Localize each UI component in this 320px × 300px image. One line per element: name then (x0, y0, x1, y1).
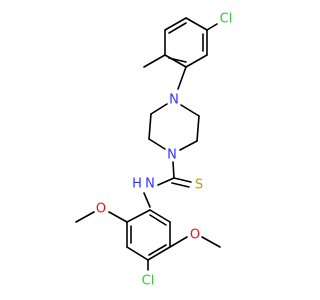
bond (169, 236, 188, 248)
bond (148, 113, 152, 140)
bond (173, 177, 192, 183)
chlorine-atom-label: Cl (220, 12, 233, 27)
piperazine-nitrogen-top: N (169, 93, 179, 108)
bonds (75, 17, 221, 271)
atom-labels: Cl N N S H N O O Cl (96, 12, 232, 289)
piperazine-nitrogen-bottom: N (167, 148, 177, 163)
amide-hydrogen-label: H (132, 177, 142, 192)
bond (143, 54, 166, 68)
bond (150, 103, 168, 115)
bond (143, 192, 151, 208)
bond (206, 23, 218, 31)
bond (75, 211, 95, 223)
bond (164, 54, 187, 68)
bond (196, 115, 200, 142)
bond (149, 214, 167, 226)
sulfur-atom-label: S (195, 178, 203, 193)
oxygen-atom-right: O (190, 228, 200, 243)
bond (177, 66, 187, 90)
bond (168, 57, 187, 63)
bond (148, 138, 166, 150)
bond (147, 246, 171, 261)
amide-nitrogen-label: N (145, 177, 155, 192)
structure-diagram: Cl N N S H N O O Cl (75, 12, 232, 289)
bond (126, 209, 151, 223)
bond (157, 177, 175, 186)
bond (172, 161, 175, 179)
bond (168, 22, 187, 34)
oxygen-atom-left: O (96, 202, 106, 217)
bond (126, 246, 149, 261)
bond (164, 17, 187, 31)
bond (108, 211, 128, 223)
bond (185, 54, 208, 68)
molecule-canvas: Cl N N S H N O O Cl (75, 12, 232, 289)
bond (171, 182, 190, 188)
bond (180, 104, 200, 117)
bond (149, 209, 171, 223)
bond (148, 244, 167, 256)
bond (201, 236, 221, 248)
bond (185, 17, 208, 31)
bond (179, 140, 198, 151)
chlorine-atom-label-bottom: Cl (142, 274, 155, 289)
